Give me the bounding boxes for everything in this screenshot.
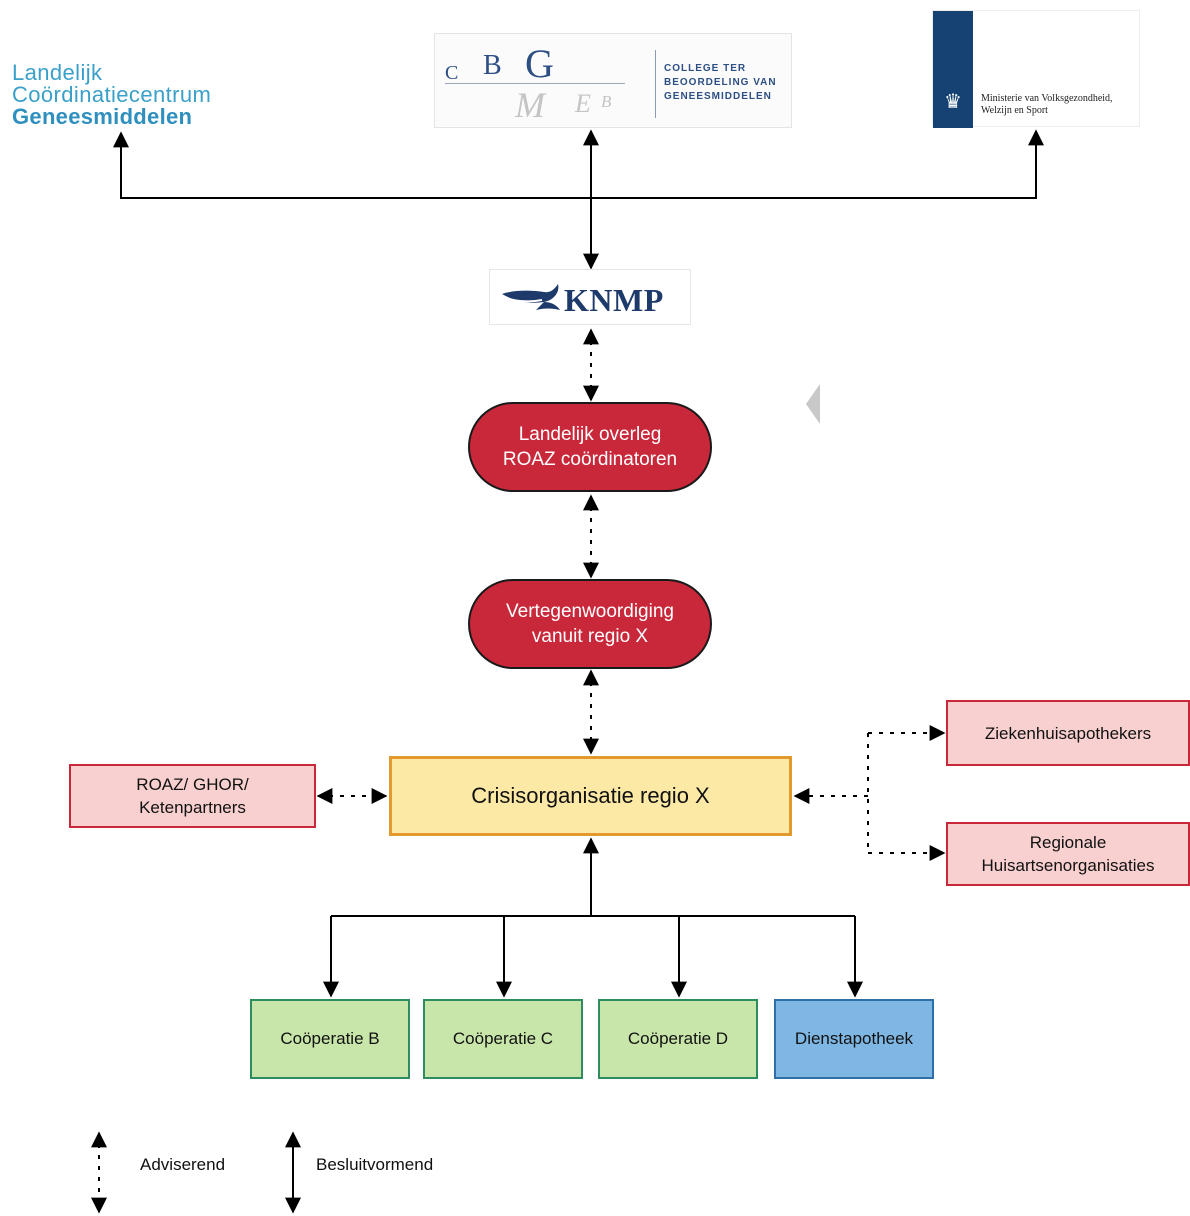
- ministry-text: Ministerie van Volksgezondheid, Welzijn …: [981, 93, 1113, 117]
- lcg-logo-line2: Coördinatiecentrum: [12, 82, 212, 107]
- cooperatie-d-node: Coöperatie D: [598, 999, 758, 1079]
- cbg-text-line3: GENEESMIDDELEN: [664, 91, 772, 102]
- arrow-to-lcg: [113, 131, 591, 199]
- cbg-letter-c: C: [445, 62, 459, 84]
- cbg-letter-m: M: [515, 85, 545, 125]
- crest-icon: ♛: [944, 91, 962, 113]
- roaz-line2: Ketenpartners: [139, 798, 246, 817]
- cbg-letter-b2: B: [601, 92, 612, 111]
- vertegenwoordiging-line2: vanuit regio X: [531, 626, 649, 647]
- cbg-letter-e: E: [575, 89, 591, 118]
- cbg-divider: [655, 50, 656, 118]
- top-bus: [113, 129, 1044, 270]
- knmp-bird-icon: [502, 284, 560, 310]
- cbg-text-line1: COLLEGE TER: [664, 63, 747, 74]
- cbg-text: COLLEGE TER BEOORDELING VAN GENEESMIDDEL…: [664, 62, 777, 104]
- cbg-text-line2: BEOORDELING VAN: [664, 77, 777, 88]
- crisisorganisatie-node: Crisisorganisatie regio X: [389, 756, 792, 836]
- cbg-logo: C B G M E B COLLEGE TER BEOORDELING VAN …: [434, 33, 792, 128]
- huisarts-line2: Huisartsenorganisaties: [981, 856, 1155, 875]
- huisartsenorganisaties-node: Regionale Huisartsenorganisaties: [946, 822, 1190, 886]
- landelijk-overleg-line2: ROAZ coördinatoren: [502, 449, 678, 470]
- cooperatie-b-node: Coöperatie B: [250, 999, 410, 1079]
- collapse-handle-icon[interactable]: [806, 384, 820, 424]
- ministry-logo: ♛ Ministerie van Volksgezondheid, Welzij…: [932, 10, 1140, 128]
- ministry-text-line1: Ministerie van Volksgezondheid,: [981, 93, 1113, 104]
- legend-adviserend-label: Adviserend: [140, 1155, 226, 1174]
- vertegenwoordiging-line1: Vertegenwoordiging: [506, 601, 674, 622]
- cooperatie-c-node: Coöperatie C: [423, 999, 583, 1079]
- lcg-logo-line3: Geneesmiddelen: [12, 104, 193, 129]
- ministry-text-line2: Welzijn en Sport: [981, 105, 1048, 116]
- vertegenwoordiging-node: Vertegenwoordiging vanuit regio X: [468, 579, 712, 669]
- lcg-logo-line1: Landelijk: [12, 60, 103, 85]
- ministry-blue-bar: [933, 11, 973, 128]
- roaz-line1: ROAZ/ GHOR/: [136, 775, 249, 794]
- cbg-letter-b: B: [483, 50, 502, 81]
- cbg-rule: [445, 83, 625, 84]
- roaz-node: ROAZ/ GHOR/ Ketenpartners: [69, 764, 316, 828]
- lcg-logo: Landelijk Coördinatiecentrum Geneesmidde…: [12, 62, 211, 128]
- landelijk-overleg-node: Landelijk overleg ROAZ coördinatoren: [468, 402, 712, 492]
- arrow-to-ministry: [591, 129, 1044, 199]
- huisarts-line1: Regionale: [1029, 833, 1107, 852]
- ziekenhuisapothekers-node: Ziekenhuisapothekers: [946, 700, 1190, 766]
- knmp-logo: KNMP: [489, 269, 691, 325]
- knmp-wordmark: KNMP: [564, 282, 664, 318]
- cbg-letter-g: G: [525, 41, 554, 86]
- ziekenhuisapothekers-label: Ziekenhuisapothekers: [984, 723, 1152, 743]
- landelijk-overleg-line1: Landelijk overleg: [518, 424, 662, 445]
- bottom-tree: [323, 837, 863, 998]
- dienstapotheek-node: Dienstapotheek: [774, 999, 934, 1079]
- legend-besluitvormend-label: Besluitvormend: [316, 1155, 434, 1174]
